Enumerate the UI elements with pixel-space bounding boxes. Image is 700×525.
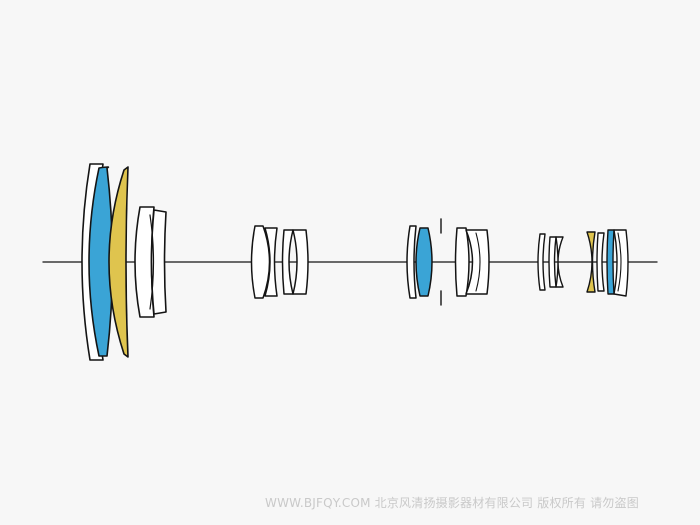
- lens-group-rear: [586, 229, 629, 297]
- lens-element: [406, 225, 417, 299]
- watermark-text: WWW.BJFQY.COM 北京风清扬摄影器材有限公司 版权所有 请勿盗图: [265, 496, 639, 510]
- lens-element: [264, 227, 278, 297]
- lens-group-front: [81, 163, 167, 361]
- lens-element: [596, 232, 605, 292]
- lens-element: [292, 229, 309, 295]
- lens-element: [465, 229, 490, 295]
- lens-element: [548, 236, 557, 288]
- lens-group-aperture: [406, 218, 442, 306]
- lens-element: [537, 233, 546, 291]
- lens-element: [454, 227, 470, 297]
- lens-element: [88, 166, 114, 357]
- lens-element: [475, 232, 481, 292]
- lens-group-fourth: [454, 227, 490, 297]
- lens-element: [415, 227, 433, 297]
- lens-group-fifth: [537, 233, 564, 291]
- lens-element: [250, 225, 271, 299]
- lens-element: [108, 166, 129, 358]
- lens-element: [617, 232, 622, 292]
- lens-element: [149, 214, 155, 310]
- lens-element: [606, 229, 615, 295]
- lens-element: [586, 231, 596, 293]
- lens-group-second: [250, 225, 309, 299]
- lens-element: [555, 236, 564, 288]
- lens-element: [150, 209, 167, 315]
